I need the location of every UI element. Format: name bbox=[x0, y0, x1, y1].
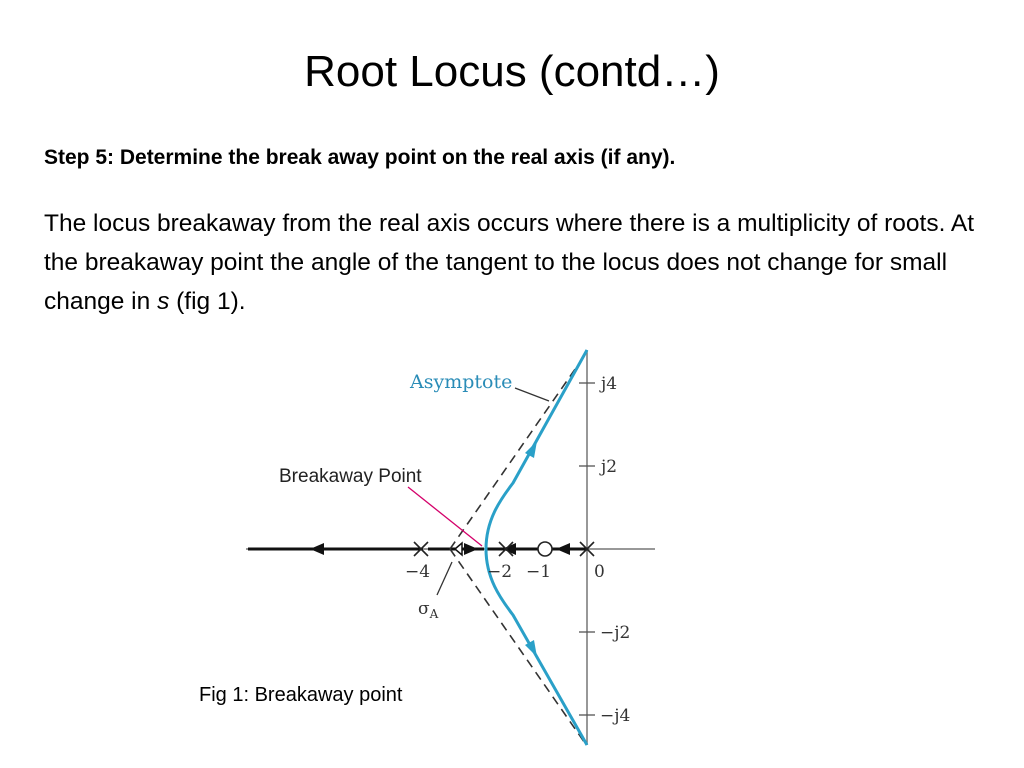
locus-branch-lower bbox=[484, 548, 589, 746]
locus-arrow-lower bbox=[525, 640, 537, 657]
asymptote-upper bbox=[449, 351, 588, 550]
imag-tick-label: −j2 bbox=[600, 623, 630, 643]
zero-marker-neg1 bbox=[537, 541, 553, 557]
breakaway-label: Breakaway Point bbox=[279, 466, 422, 487]
imag-tick-label: j2 bbox=[599, 457, 617, 477]
real-tick-label: −2 bbox=[487, 562, 512, 582]
asymptote-leader bbox=[514, 387, 550, 402]
paragraph-text-end: (fig 1). bbox=[169, 288, 246, 315]
step-heading: Step 5: Determine the break away point o… bbox=[44, 146, 676, 169]
real-locus-arrow-2-right bbox=[502, 543, 516, 555]
real-tick-label: −1 bbox=[526, 562, 551, 582]
imag-tick-label: j4 bbox=[599, 374, 617, 394]
figure-caption: Fig 1: Breakaway point bbox=[199, 684, 403, 706]
asymptote-label: Asymptote bbox=[409, 371, 512, 393]
body-paragraph: The locus breakaway from the real axis o… bbox=[44, 204, 984, 321]
locus-branch-upper bbox=[484, 349, 589, 550]
slide-title: Root Locus (contd…) bbox=[304, 47, 720, 96]
sigma-a-leader bbox=[436, 561, 453, 596]
sigma-a-marker bbox=[453, 541, 463, 557]
paragraph-text: The locus breakaway from the real axis o… bbox=[44, 210, 975, 315]
breakaway-pointer bbox=[407, 486, 483, 547]
real-locus-arrow-left bbox=[310, 543, 324, 555]
pole-marker-neg2 bbox=[498, 541, 514, 557]
sigma-a-label: σA bbox=[418, 599, 439, 621]
pole-marker-0 bbox=[579, 541, 595, 557]
asymptote-lower bbox=[449, 548, 588, 747]
pole-marker-neg4 bbox=[413, 541, 429, 557]
real-tick-label: −4 bbox=[405, 562, 430, 582]
paragraph-variable: s bbox=[157, 288, 170, 315]
real-locus-arrow-to-breakaway bbox=[464, 543, 478, 555]
real-locus-arrow-0to-1 bbox=[556, 543, 570, 555]
imag-tick-label: −j4 bbox=[600, 706, 630, 726]
locus-arrow-upper bbox=[525, 441, 537, 458]
real-tick-label: 0 bbox=[594, 562, 605, 582]
